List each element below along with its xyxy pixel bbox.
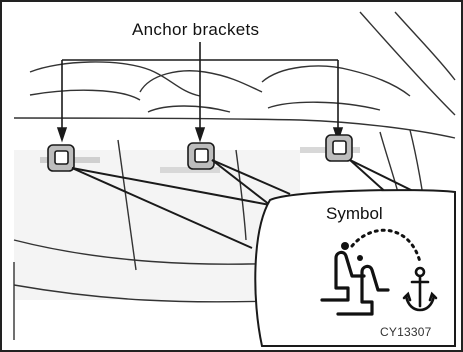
right-anchor-bracket <box>326 135 352 161</box>
figure-code: CY13307 <box>380 325 431 339</box>
symbol-label: Symbol <box>326 204 383 224</box>
center-anchor-bracket <box>188 143 214 169</box>
left-anchor-bracket <box>48 145 74 171</box>
anchor-brackets-label: Anchor brackets <box>132 20 259 40</box>
